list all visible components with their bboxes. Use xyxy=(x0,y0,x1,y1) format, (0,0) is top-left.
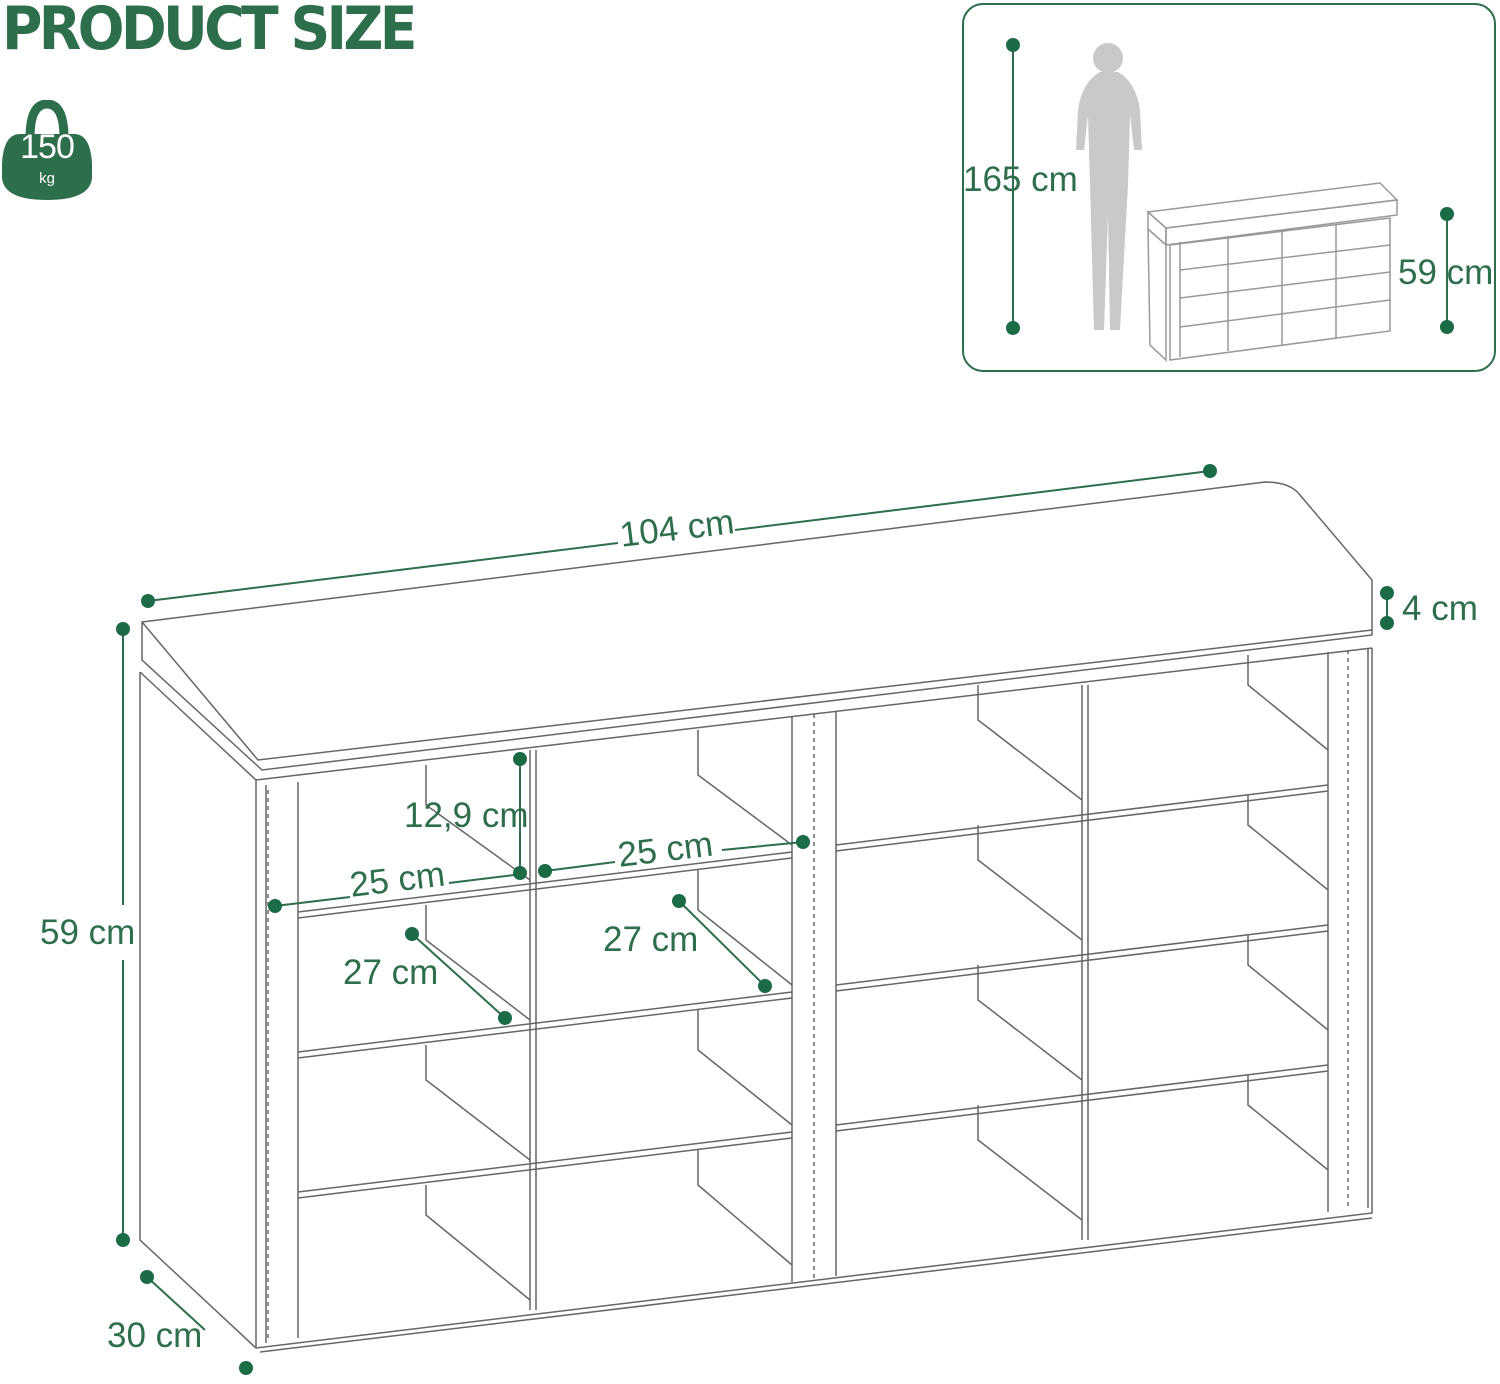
bench-height-reference-label: 59 cm xyxy=(1398,253,1494,292)
weight-icon xyxy=(1,99,93,200)
person-height-label: 165 cm xyxy=(963,160,1078,199)
dimension-markers xyxy=(116,464,1394,1375)
height-label: 59 cm xyxy=(40,913,136,952)
depth-label: 30 cm xyxy=(107,1316,203,1355)
dimension-lines xyxy=(122,470,1388,1331)
page-title: PRODUCT SIZE xyxy=(2,0,417,64)
person-silhouette xyxy=(1076,43,1142,330)
max-load-unit: kg xyxy=(39,170,55,187)
seat-thickness-label: 4 cm xyxy=(1402,589,1478,628)
mini-bench xyxy=(1146,182,1399,362)
max-load-value: 150 xyxy=(20,128,75,166)
compartment-height-label: 12,9 cm xyxy=(404,796,529,835)
compartment-depth-left-label: 27 cm xyxy=(343,953,439,992)
max-load-badge: 150 kg xyxy=(1,99,93,200)
compartment-depth-right-label: 27 cm xyxy=(603,920,699,959)
scale-reference-inset xyxy=(962,3,1496,372)
bench-outline xyxy=(139,481,1373,1353)
